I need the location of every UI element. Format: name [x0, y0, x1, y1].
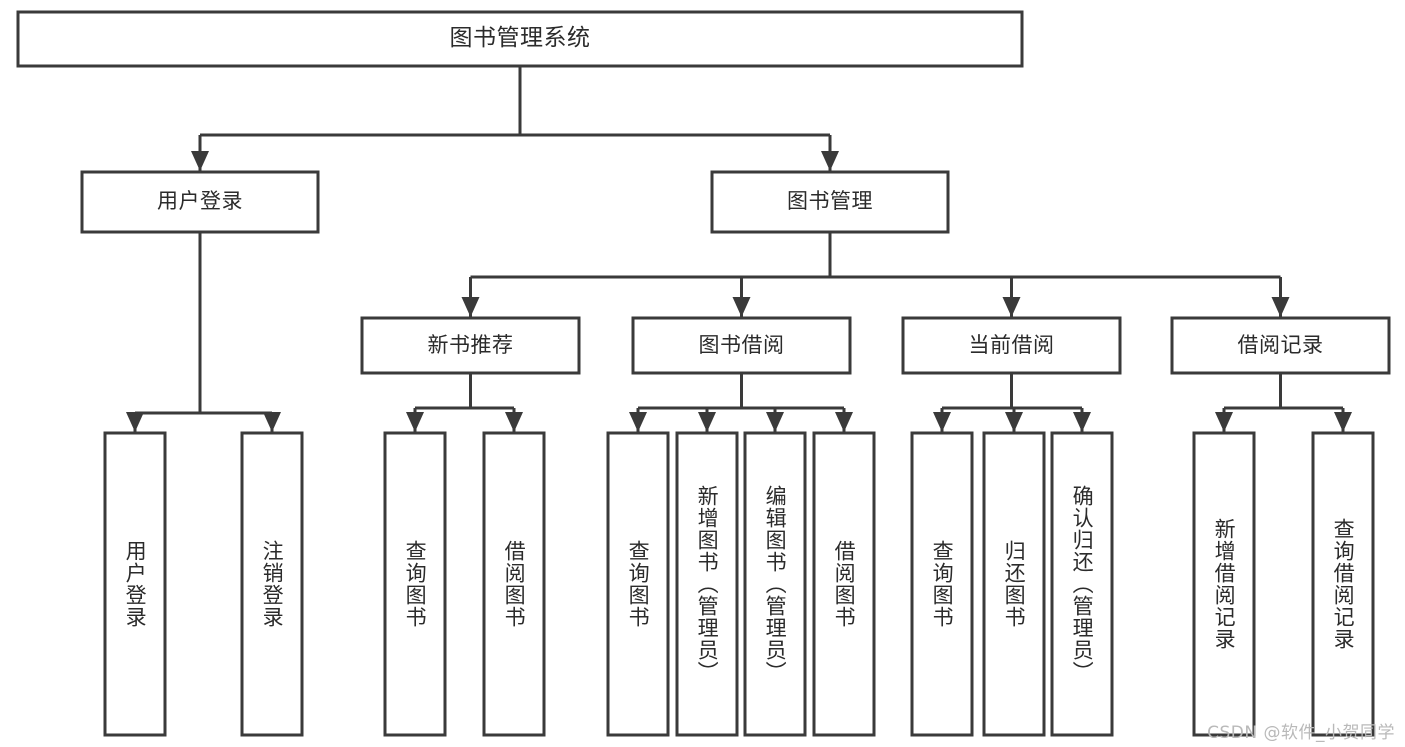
node-box-leaf-borrow-book-rec[interactable] [482, 431, 546, 737]
arrow-head-icon [461, 297, 480, 317]
arrow-head-icon [766, 412, 784, 432]
node-box-borrow-record[interactable] [1170, 316, 1391, 375]
arrow-head-icon [698, 412, 716, 432]
arrow-head-icon [821, 151, 839, 171]
node-box-leaf-add-book-admin[interactable] [675, 431, 739, 737]
arrow-head-icon [732, 297, 751, 317]
arrow-head-icon [1271, 297, 1290, 317]
node-box-leaf-borrow-book[interactable] [812, 431, 876, 737]
node-box-user-login[interactable] [80, 170, 320, 234]
node-box-leaf-return-book[interactable] [982, 431, 1046, 737]
node-box-leaf-user-login[interactable] [103, 431, 167, 737]
node-box-leaf-user-logout[interactable] [240, 431, 304, 737]
node-box-book-borrow[interactable] [631, 316, 852, 375]
arrow-head-icon [126, 412, 144, 432]
arrow-head-icon [1005, 412, 1023, 432]
arrow-head-icon [1002, 297, 1021, 317]
arrow-head-icon [629, 412, 647, 432]
arrow-head-icon [191, 151, 209, 171]
node-box-leaf-query-book-current[interactable] [910, 431, 974, 737]
node-box-leaf-query-borrow-record[interactable] [1311, 431, 1375, 737]
arrow-head-icon [835, 412, 853, 432]
edges-layer [126, 66, 1352, 432]
node-box-new-book-recommend[interactable] [360, 316, 581, 375]
arrow-head-icon [406, 412, 424, 432]
node-box-leaf-confirm-return-admin[interactable] [1050, 431, 1114, 737]
node-box-leaf-query-book-rec[interactable] [383, 431, 447, 737]
node-box-root[interactable] [16, 10, 1024, 68]
node-box-book-manage[interactable] [710, 170, 950, 234]
node-box-leaf-add-borrow-record[interactable] [1192, 431, 1256, 737]
node-box-current-borrow[interactable] [901, 316, 1122, 375]
arrow-head-icon [505, 412, 523, 432]
node-box-leaf-query-book-borrow[interactable] [606, 431, 670, 737]
arrow-head-icon [933, 412, 951, 432]
arrow-head-icon [1215, 412, 1233, 432]
boxes-layer [16, 10, 1391, 737]
arrow-head-icon [1334, 412, 1352, 432]
arrow-head-icon [1073, 412, 1091, 432]
node-box-leaf-edit-book-admin[interactable] [743, 431, 807, 737]
arrow-head-icon [263, 412, 281, 432]
